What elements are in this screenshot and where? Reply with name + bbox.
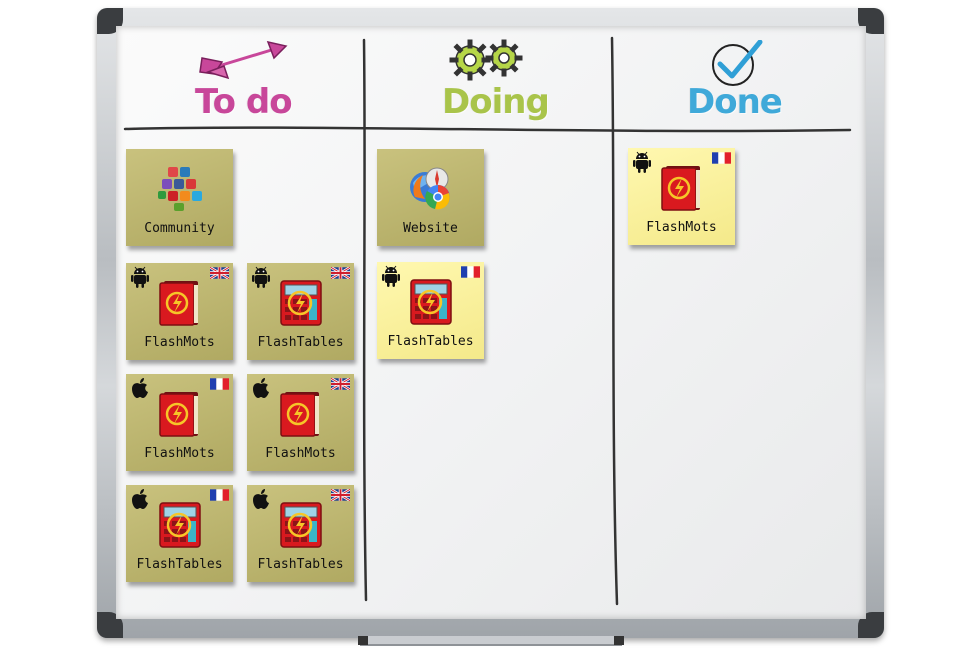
sticky-card-todo-flashtables-android-en[interactable]: FlashTables [247, 263, 354, 360]
apple-icon [251, 488, 271, 510]
android-icon [251, 266, 271, 288]
flashtables-calculator-icon [279, 501, 323, 549]
flashtables-calculator-icon [279, 279, 323, 327]
uk-flag-icon [210, 267, 229, 279]
france-flag-icon [210, 378, 229, 390]
whiteboard-surface [116, 26, 866, 619]
tray-end [358, 636, 368, 645]
android-icon [632, 151, 652, 173]
card-label: Website [403, 221, 458, 236]
apple-icon [251, 377, 271, 399]
column-header-done: Done [687, 82, 783, 122]
sticky-card-todo-flashmots-android-en[interactable]: FlashMots [126, 263, 233, 360]
column-header-todo: To do [195, 82, 293, 122]
card-label: FlashMots [144, 335, 215, 350]
sticky-card-todo-community[interactable]: Community [126, 149, 233, 246]
apple-icon [130, 377, 150, 399]
france-flag-icon [461, 266, 480, 278]
card-label: FlashMots [646, 220, 717, 235]
card-label: FlashTables [387, 334, 474, 349]
flashtables-calculator-icon [158, 501, 202, 549]
arrow-icon [199, 40, 288, 80]
column-header-doing: Doing [442, 82, 550, 122]
flashmots-book-icon [279, 390, 323, 438]
tray-end [614, 636, 624, 645]
uk-flag-icon [331, 489, 350, 501]
france-flag-icon [712, 152, 731, 164]
android-icon [381, 265, 401, 287]
card-label: Community [144, 221, 215, 236]
checkmark-icon [712, 40, 763, 86]
flashmots-book-icon [158, 390, 202, 438]
gears-icon [449, 39, 523, 81]
social-media-icon [154, 163, 206, 215]
france-flag-icon [210, 489, 229, 501]
sticky-card-todo-flashmots-apple-fr[interactable]: FlashMots [126, 374, 233, 471]
sticky-card-todo-flashtables-apple-en[interactable]: FlashTables [247, 485, 354, 582]
uk-flag-icon [331, 267, 350, 279]
card-label: FlashTables [257, 557, 344, 572]
web-browsers-icon [405, 163, 457, 215]
apple-icon [130, 488, 150, 510]
card-label: FlashMots [265, 446, 336, 461]
android-icon [130, 266, 150, 288]
card-label: FlashTables [257, 335, 344, 350]
sticky-card-done-flashmots-android-fr[interactable]: FlashMots [628, 148, 735, 245]
uk-flag-icon [331, 378, 350, 390]
marker-tray [360, 636, 622, 646]
sticky-card-todo-flashmots-apple-en[interactable]: FlashMots [247, 374, 354, 471]
flashmots-book-icon [660, 164, 704, 212]
card-label: FlashMots [144, 446, 215, 461]
sticky-card-doing-website[interactable]: Website [377, 149, 484, 246]
flashtables-calculator-icon [409, 278, 453, 326]
sticky-card-todo-flashtables-apple-fr[interactable]: FlashTables [126, 485, 233, 582]
sticky-card-doing-flashtables-android-fr[interactable]: FlashTables [377, 262, 484, 359]
flashmots-book-icon [158, 279, 202, 327]
card-label: FlashTables [136, 557, 223, 572]
